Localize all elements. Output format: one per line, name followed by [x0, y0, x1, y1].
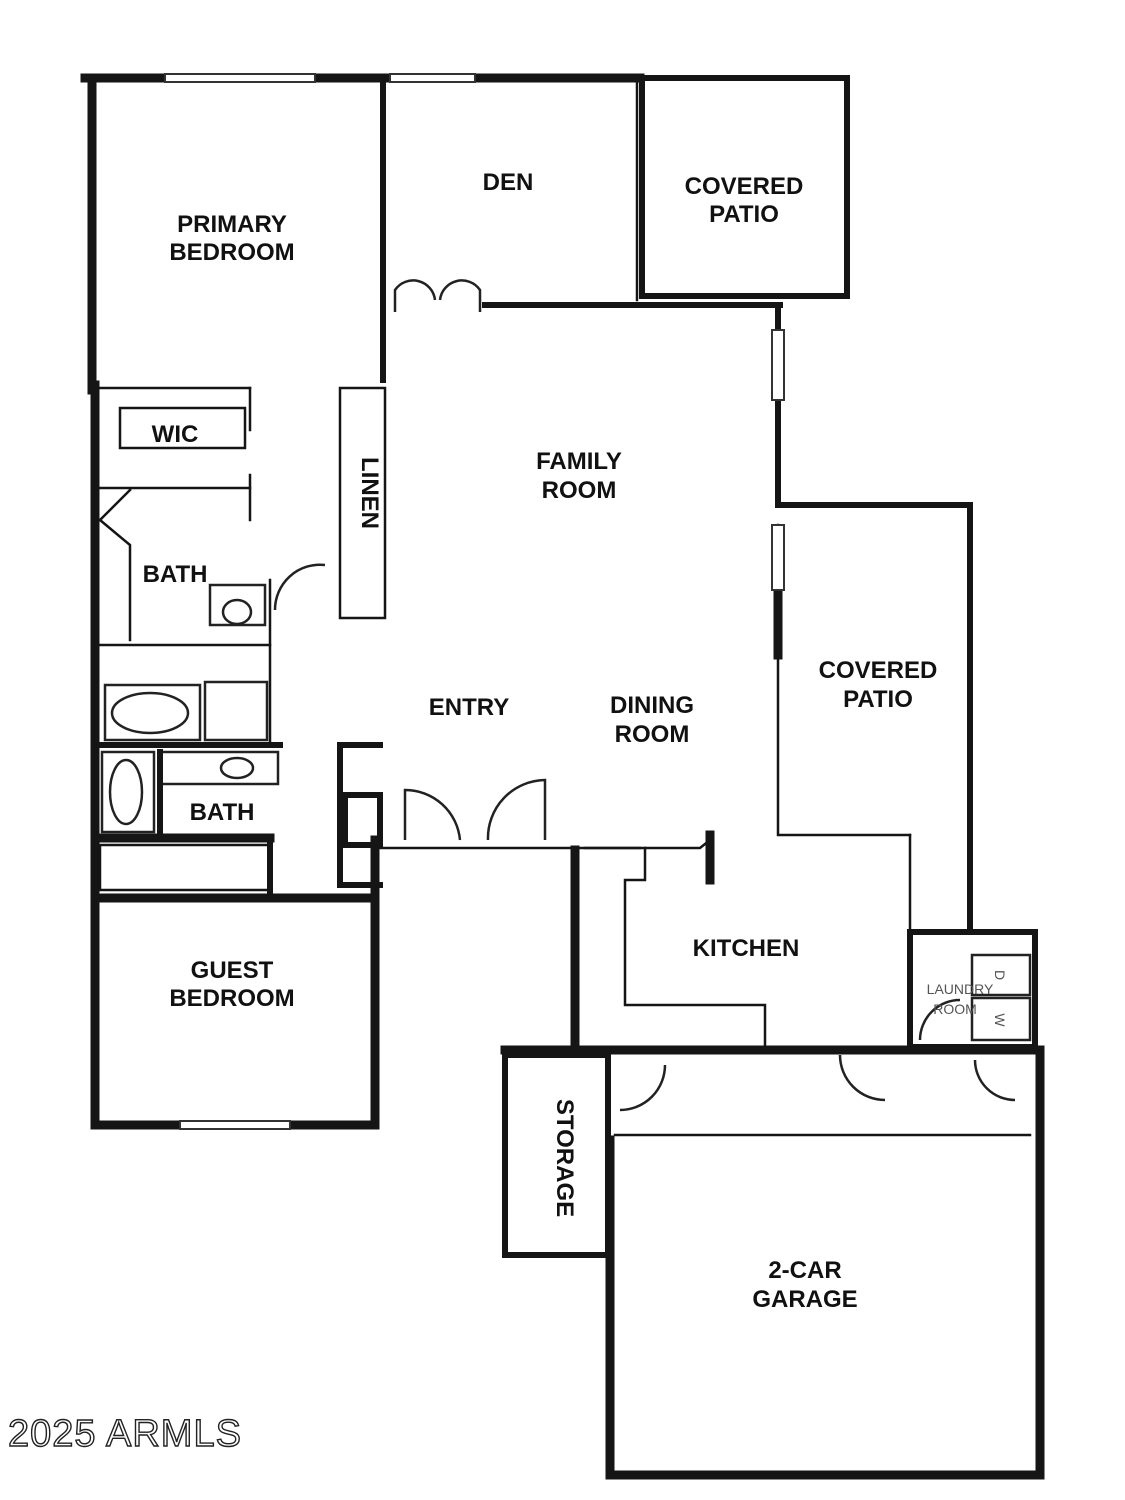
label-bath-primary: BATH [143, 561, 208, 588]
label-entry: ENTRY [429, 694, 509, 721]
label-covered-patio-right-2: PATIO [843, 686, 913, 713]
label-family-room-2: ROOM [542, 477, 617, 504]
label-dryer: D [992, 970, 1008, 980]
label-laundry-2: ROOM [933, 1001, 977, 1017]
label-washer: W [992, 1013, 1008, 1027]
windows [164, 73, 785, 1130]
label-storage: STORAGE [551, 1099, 578, 1217]
label-guest-bedroom-2: BEDROOM [169, 985, 294, 1012]
label-dining-room-2: ROOM [615, 721, 690, 748]
label-primary-bedroom-1: PRIMARY [177, 211, 287, 238]
label-family-room-1: FAMILY [536, 448, 622, 475]
label-den: DEN [483, 169, 534, 196]
label-covered-patio-top-2: PATIO [709, 201, 779, 228]
label-garage-1: 2-CAR [768, 1257, 841, 1284]
label-kitchen: KITCHEN [693, 935, 800, 962]
label-primary-bedroom-2: BEDROOM [169, 239, 294, 266]
label-linen: LINEN [356, 457, 383, 529]
label-bath-guest: BATH [190, 799, 255, 826]
label-laundry-1: LAUNDRY [927, 981, 994, 997]
watermark-text: 2025 ARMLS [8, 1413, 242, 1455]
label-garage-2: GARAGE [752, 1286, 857, 1313]
label-guest-bedroom-1: GUEST [191, 957, 274, 984]
label-covered-patio-right-1: COVERED [819, 657, 938, 684]
label-dining-room-1: DINING [610, 692, 694, 719]
room-labels: PRIMARY BEDROOM DEN COVERED PATIO WIC LI… [143, 169, 1008, 1313]
label-covered-patio-top-1: COVERED [685, 173, 804, 200]
doors [273, 279, 1016, 1112]
walls [80, 73, 1045, 1480]
label-wic: WIC [152, 421, 199, 448]
